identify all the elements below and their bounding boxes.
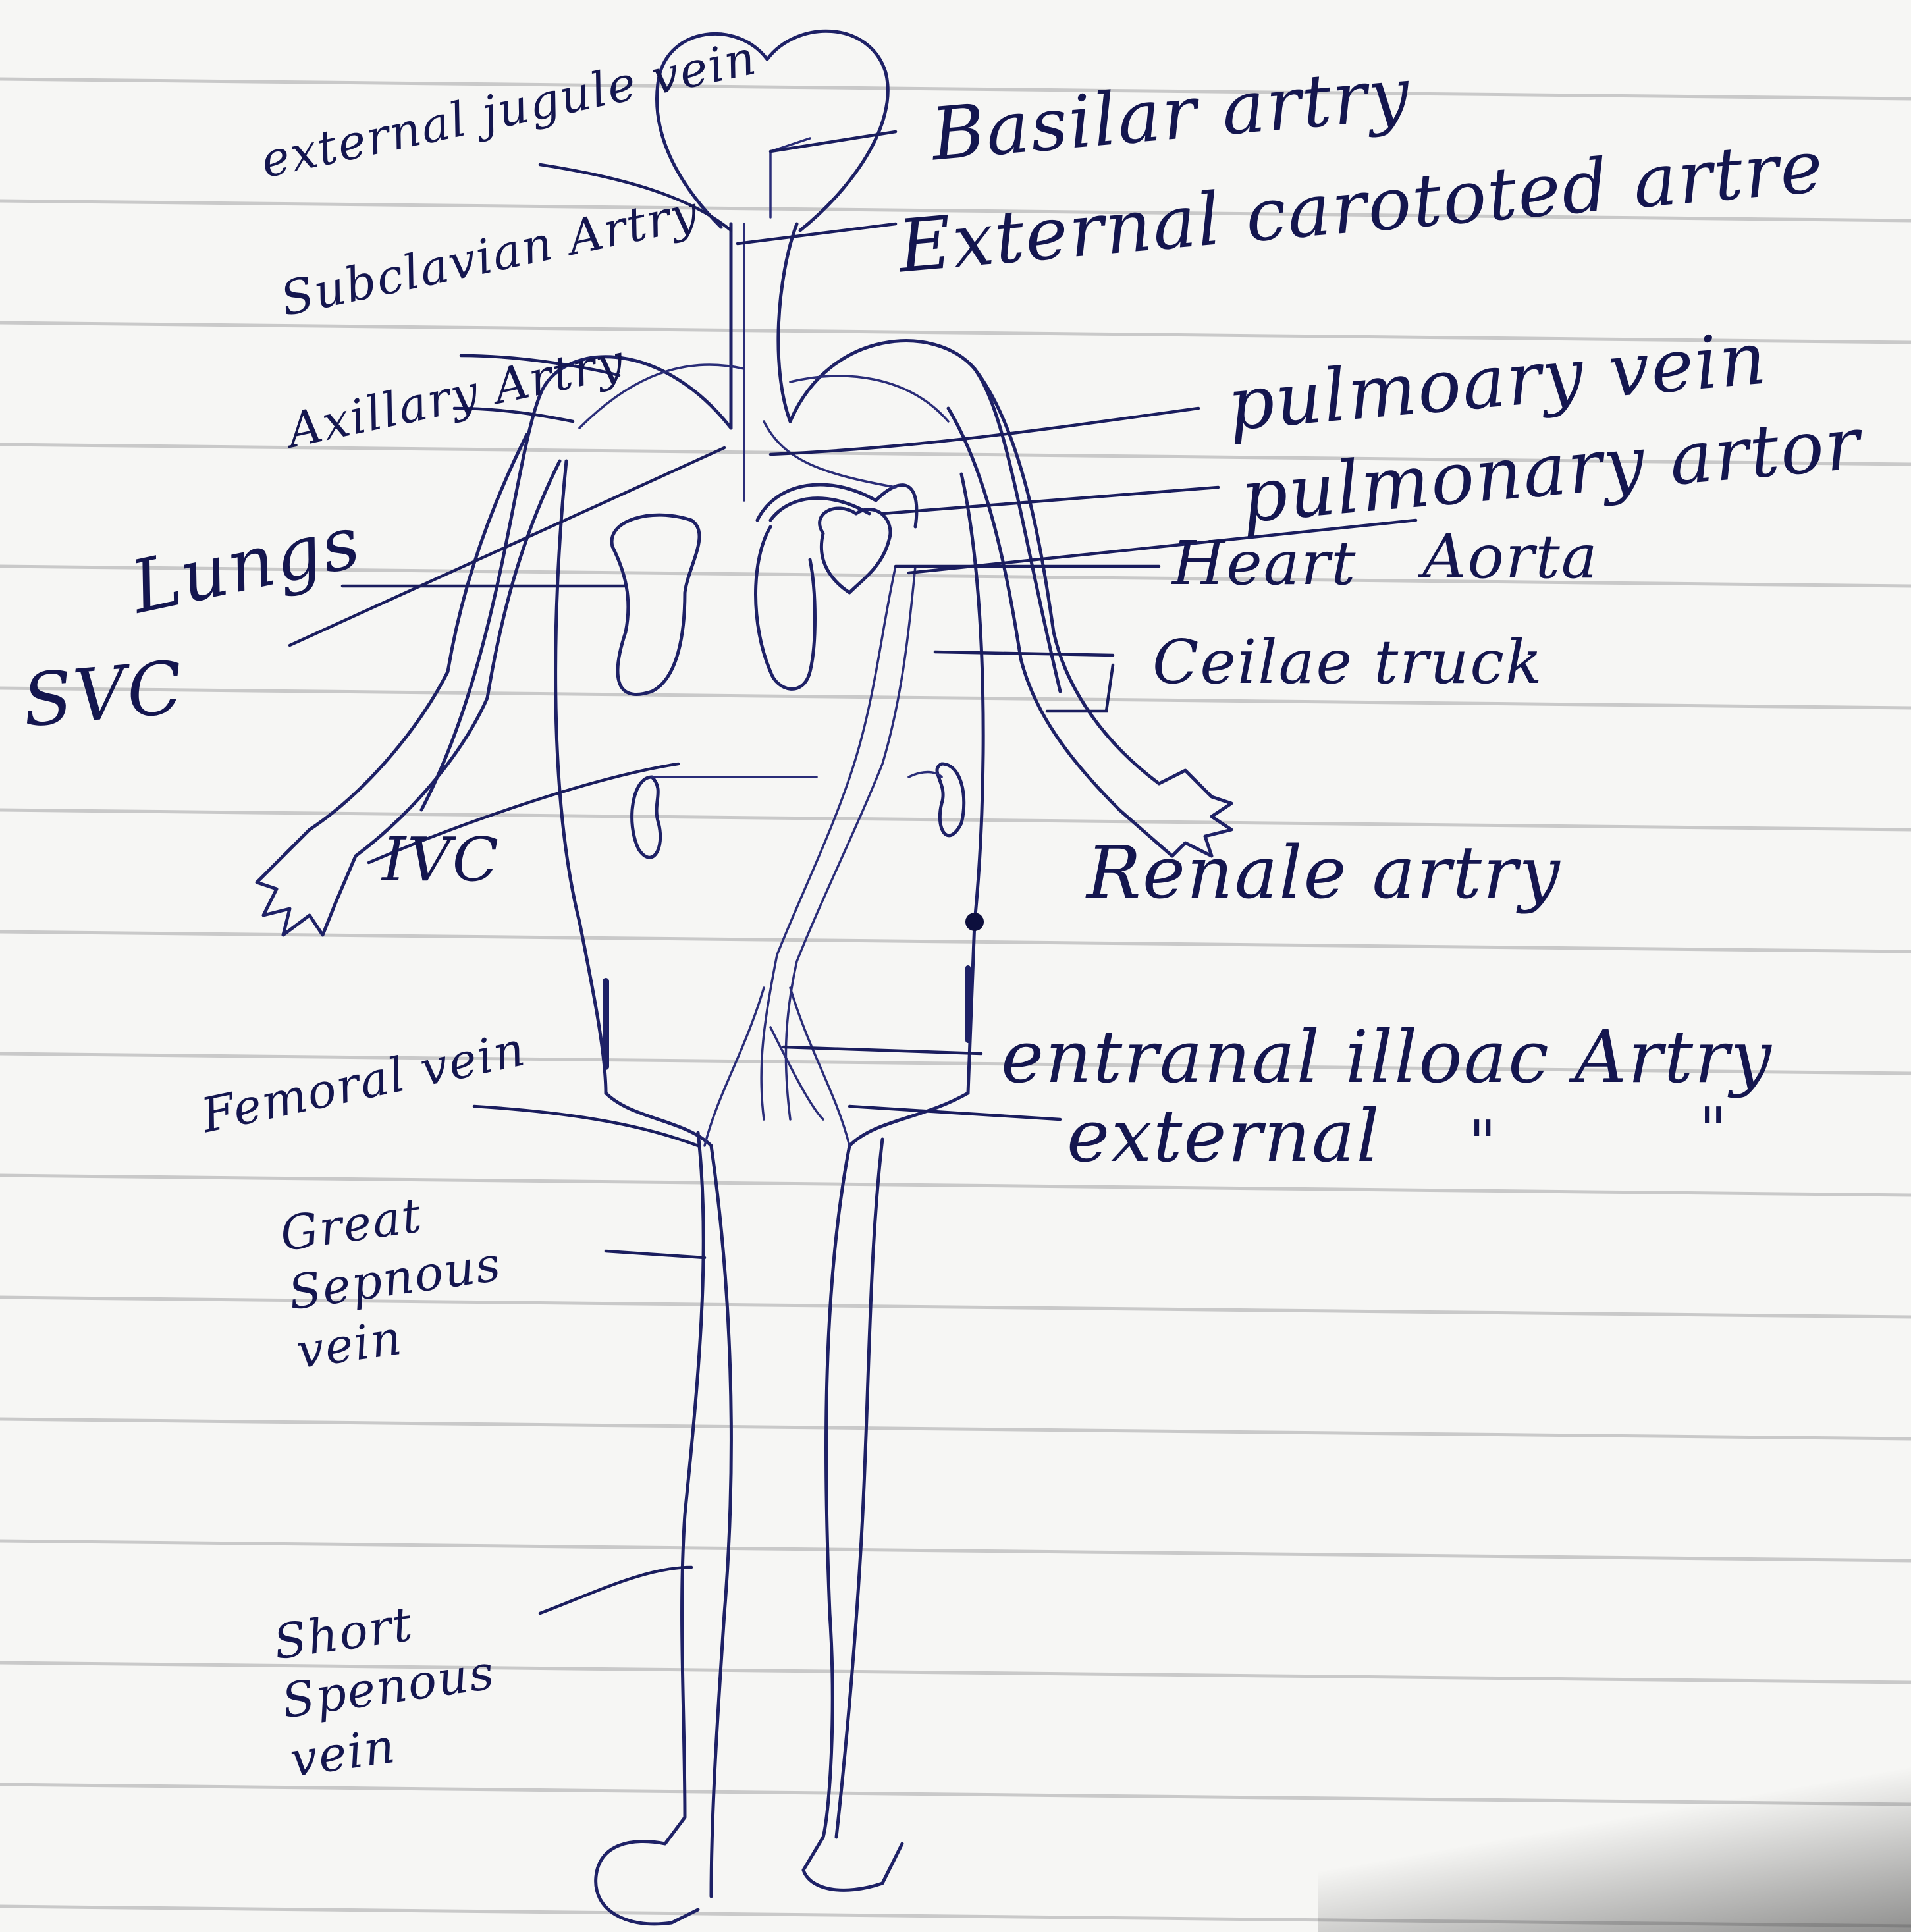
- label-ivc: IVC: [382, 830, 500, 890]
- right-lung: [756, 527, 815, 689]
- marker-dot: [965, 913, 984, 931]
- neck-outline: [731, 224, 797, 428]
- leader-femoral: [474, 1106, 698, 1146]
- left-arm: [310, 435, 560, 856]
- leader-short-saphenous: [540, 1567, 691, 1613]
- label-short-saphenous-vein: Short Spenous vein: [270, 1576, 556, 1789]
- leader-basilar: [770, 132, 896, 151]
- leader-pulmonary-vein: [770, 408, 1198, 454]
- leader-celiac: [935, 652, 1113, 655]
- subclavian-vessels: [579, 365, 948, 428]
- left-hand: [257, 830, 356, 935]
- label-renal-artery: Renale artry: [1087, 836, 1561, 909]
- right-arm: [948, 369, 1159, 810]
- right-leg: [803, 1139, 902, 1890]
- iliac-vessels: [705, 988, 849, 1146]
- leader-external-carotid: [738, 224, 896, 244]
- vena-cava: [786, 566, 915, 1119]
- label-internal-iliac-artery: entranal illoac Artry: [1001, 1021, 1773, 1093]
- leader-pulmonary-artery: [882, 487, 1218, 514]
- right-kidney: [937, 764, 964, 836]
- left-lung: [612, 515, 699, 694]
- label-heart: Heart: [1172, 533, 1357, 594]
- label-ditto-1: ": [1468, 1113, 1497, 1173]
- carotid-vessels: [744, 138, 896, 500]
- aortic-arch: [757, 485, 917, 527]
- renal-vessels: [652, 772, 942, 778]
- label-aorta: Aorta: [1422, 527, 1599, 587]
- label-great-saphenous-vein: Great Sepnous vein: [277, 1170, 549, 1381]
- label-external-iliac: external: [1067, 1100, 1381, 1172]
- label-ditto-2: ": [1699, 1100, 1728, 1160]
- leader-great-saphenous: [606, 1251, 705, 1258]
- leader-external-iliac: [849, 1106, 1060, 1119]
- label-svc: SVC: [20, 651, 187, 738]
- hips: [606, 1093, 968, 1146]
- heart: [820, 508, 890, 593]
- aorta-descending: [761, 566, 896, 1119]
- left-kidney: [632, 777, 660, 857]
- torso-left-side: [556, 461, 606, 1093]
- label-celiac-trunk: Ceilae truck: [1152, 632, 1544, 693]
